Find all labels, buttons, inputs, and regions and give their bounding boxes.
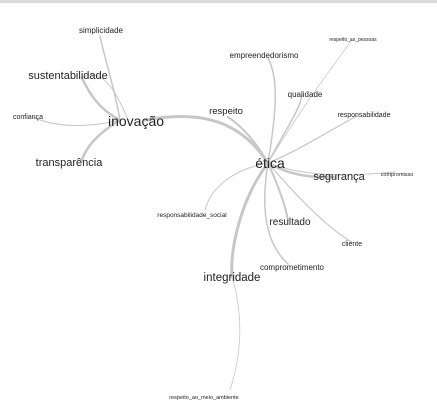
edge-etica-respeito-as-pessoas	[267, 39, 353, 164]
edge-etica-resultado	[267, 162, 289, 221]
edge-etica-responsabilidade	[267, 115, 358, 164]
node-respeito-as-pessoas: respeito_as_pessoas	[329, 37, 377, 43]
node-compromisso: compromisso	[381, 172, 414, 178]
node-seguranca: segurança	[313, 171, 365, 183]
edge-etica-integridade	[230, 161, 270, 279]
node-cliente: cliente	[342, 241, 362, 248]
edge-sustentabilidade-simplicidade	[81, 74, 129, 121]
node-inovacao: inovação	[108, 113, 164, 129]
edge-integridade-respeito-ao-meio-ambiente	[229, 276, 241, 391]
edge-inovacao-sustentabilidade	[80, 76, 122, 122]
node-integridade: integridade	[204, 272, 261, 284]
node-confianca: confiança	[13, 114, 43, 121]
node-empreendedorismo: empreendedorismo	[230, 51, 299, 60]
node-simplicidade: simplicidade	[79, 26, 124, 35]
node-etica: ética	[255, 155, 285, 171]
edge-etica-compromisso	[267, 162, 396, 176]
edge-inovacao-transparencia	[80, 118, 122, 162]
edge-etica-respeito	[227, 116, 269, 164]
edge-etica-responsabilidade-social	[204, 162, 269, 211]
edge-etica-inovacao	[143, 114, 270, 165]
edge-etica-cliente	[267, 162, 353, 243]
node-qualidade: qualidade	[288, 90, 323, 99]
edge-etica-qualidade	[267, 94, 303, 164]
node-transparencia: transparência	[36, 157, 104, 169]
node-comprometimento: comprometimento	[260, 263, 325, 272]
edge-etica-comprometimento	[264, 162, 289, 265]
node-respeito: respeito	[209, 106, 243, 117]
node-resultado: resultado	[269, 217, 311, 228]
top-border	[0, 0, 437, 3]
edge-inovacao-simplicidade	[99, 35, 121, 121]
labels-layer: ética inovação integridade sustentabilid…	[13, 26, 413, 401]
node-responsabilidade-social: responsabilidade_social	[157, 212, 227, 219]
edge-inovacao-confianca	[31, 116, 121, 127]
edges-layer	[31, 35, 396, 391]
node-sustentabilidade: sustentabilidade	[28, 70, 108, 82]
edge-etica-seguranca	[266, 161, 337, 179]
edge-etica-empreendedorismo	[267, 57, 276, 164]
node-respeito-ao-meio-ambiente: respeito_ao_meio_ambiente	[169, 395, 238, 401]
node-responsabilidade: responsabilidade	[338, 112, 391, 119]
